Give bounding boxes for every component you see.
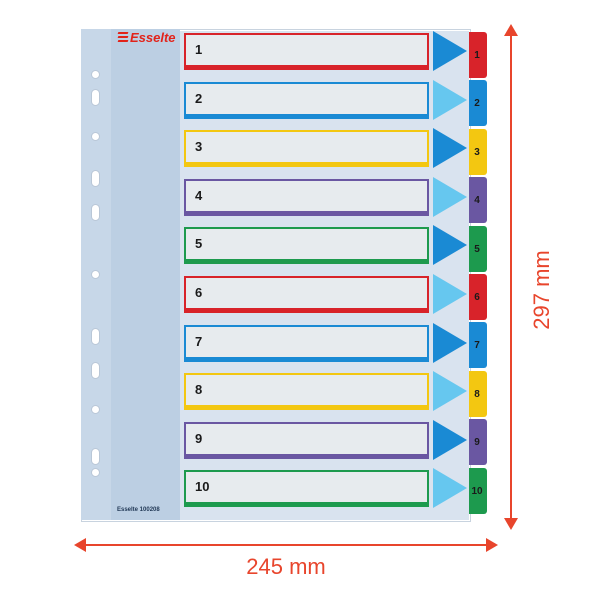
triangle-arrow-icon	[433, 128, 467, 168]
triangle-arrow-icon	[433, 225, 467, 265]
esselte-logo: Esselte	[117, 28, 188, 46]
divider-tab-5[interactable]: 5	[469, 226, 487, 272]
triangle-arrow-icon	[433, 177, 467, 217]
punch-hole	[91, 328, 100, 345]
height-label: 297 mm	[529, 250, 554, 330]
index-row-4: 4	[184, 179, 429, 216]
arrow-left-icon	[74, 538, 86, 552]
punch-hole	[91, 170, 100, 187]
triangle-arrow-icon	[433, 420, 467, 460]
arrow-right-icon	[486, 538, 498, 552]
divider-tab-1[interactable]: 1	[469, 32, 487, 78]
punch-hole	[91, 204, 100, 221]
height-dimension-line	[510, 32, 512, 522]
index-row-number: 5	[195, 235, 203, 251]
divider-tab-4[interactable]: 4	[469, 177, 487, 223]
punch-hole	[91, 468, 100, 477]
triangle-arrow-icon	[433, 323, 467, 363]
divider-tab-9[interactable]: 9	[469, 419, 487, 465]
index-row-number: 6	[195, 284, 203, 300]
brand-name: Esselte	[130, 29, 176, 45]
punch-hole	[91, 89, 100, 106]
punch-hole	[91, 405, 100, 414]
index-row-3: 3	[184, 130, 429, 167]
divider-tab-8[interactable]: 8	[469, 371, 487, 417]
product-code: Esselte 100208	[117, 507, 160, 513]
width-dimension-line	[82, 544, 490, 546]
punch-hole	[91, 70, 100, 79]
triangle-arrow-icon	[433, 80, 467, 120]
arrow-down-icon	[504, 518, 518, 530]
punch-hole	[91, 448, 100, 465]
punch-hole	[91, 270, 100, 279]
index-row-number: 4	[195, 187, 203, 203]
triangle-arrow-icon	[433, 31, 467, 71]
width-label: 245 mm	[246, 554, 326, 579]
divider-tab-2[interactable]: 2	[469, 80, 487, 126]
index-row-10: 10	[184, 470, 429, 507]
index-row-number: 10	[195, 478, 210, 494]
index-row-2: 2	[184, 82, 429, 119]
punch-hole	[91, 132, 100, 141]
triangle-arrow-icon	[433, 371, 467, 411]
esselte-logo-mark-icon	[117, 31, 129, 43]
index-row-number: 1	[195, 41, 203, 57]
index-row-7: 7	[184, 325, 429, 362]
index-row-9: 9	[184, 422, 429, 459]
divider-tab-7[interactable]: 7	[469, 322, 487, 368]
divider-tab-3[interactable]: 3	[469, 129, 487, 175]
index-row-number: 2	[195, 90, 203, 106]
index-row-number: 3	[195, 138, 203, 154]
punch-hole	[91, 362, 100, 379]
index-row-number: 8	[195, 381, 203, 397]
arrow-up-icon	[504, 24, 518, 36]
triangle-arrow-icon	[433, 274, 467, 314]
index-row-6: 6	[184, 276, 429, 313]
index-row-5: 5	[184, 227, 429, 264]
index-row-8: 8	[184, 373, 429, 410]
divider-tab-10[interactable]: 10	[469, 468, 487, 514]
index-row-number: 7	[195, 333, 203, 349]
index-row-1: 1	[184, 33, 429, 70]
triangle-arrow-icon	[433, 468, 467, 508]
divider-tab-6[interactable]: 6	[469, 274, 487, 320]
index-row-number: 9	[195, 430, 203, 446]
